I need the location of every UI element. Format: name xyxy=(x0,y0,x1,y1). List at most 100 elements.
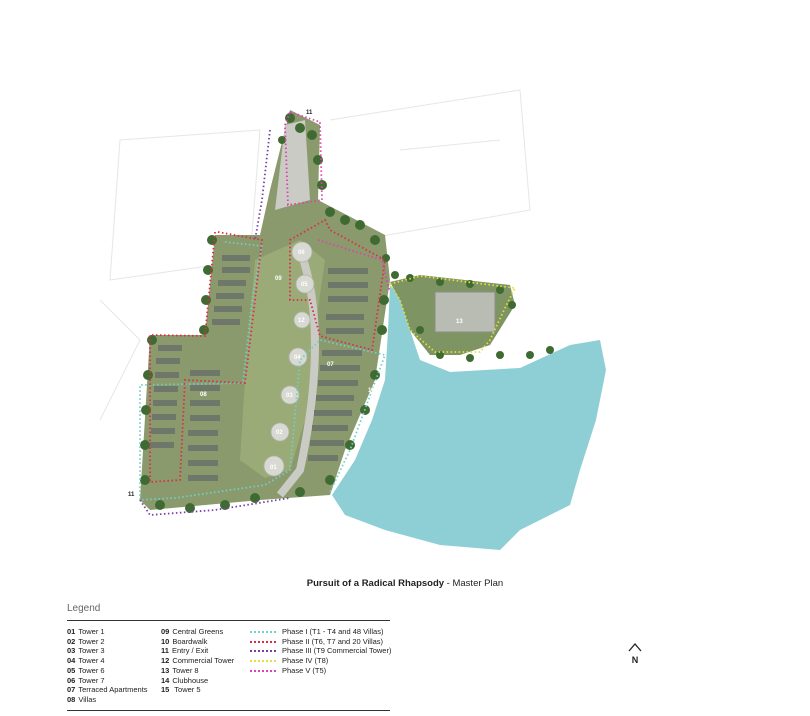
legend-item-label: Tower 8 xyxy=(172,665,199,675)
legend-item-number: 12 xyxy=(161,656,170,666)
legend-item-label: Tower 3 xyxy=(78,646,105,656)
phase-2-boundary xyxy=(149,218,386,483)
legend-rule-top xyxy=(67,620,390,621)
legend-item-number: 08 xyxy=(67,694,76,704)
label-12: 12 xyxy=(298,318,305,324)
map-caption: Pursuit of a Radical Rhapsody - Master P… xyxy=(0,578,810,589)
legend-item-number: 03 xyxy=(67,646,76,656)
legend-item-number: 09 xyxy=(161,627,170,636)
legend-item-number: 13 xyxy=(161,665,170,675)
legend-item-label: Tower 4 xyxy=(78,656,105,666)
internal-road xyxy=(276,248,319,498)
legend-item: 15 Tower 5 xyxy=(161,685,234,695)
clubhouse-roof xyxy=(434,291,496,333)
legend-item-label: Tower 7 xyxy=(78,675,105,685)
label-04: 04 xyxy=(294,355,301,361)
legend-phase-item: Phase III (T9 Commercial Tower) xyxy=(250,646,391,656)
label-11-west: 11 xyxy=(128,492,135,498)
legend-item-number: 07 xyxy=(67,685,76,695)
label-10: 10 xyxy=(368,388,375,394)
label-13: 13 xyxy=(456,319,463,325)
legend-item-label: Terraced Apartments xyxy=(78,685,148,695)
legend-phase-item: Phase II (T6, T7 and 20 Villas) xyxy=(250,637,391,647)
legend-item-number: 01 xyxy=(67,627,76,636)
label-03: 03 xyxy=(286,393,293,399)
label-01: 01 xyxy=(270,465,277,471)
central-greens xyxy=(240,240,325,478)
phase-3-boundary xyxy=(139,129,291,516)
legend-item-label: Boardwalk xyxy=(172,636,208,646)
label-11-north: 11 xyxy=(306,110,313,116)
legend-item-number: 05 xyxy=(67,665,76,675)
legend-phase-item: Phase IV (T8) xyxy=(250,656,391,666)
phase-boundaries xyxy=(139,110,517,516)
legend-item-label: Tower 5 xyxy=(172,685,201,695)
legend-phase-label: Phase IV (T8) xyxy=(282,656,329,666)
villa-rows xyxy=(150,255,250,481)
legend-item-number: 10 xyxy=(161,636,170,646)
legend-item-label: Tower 2 xyxy=(78,636,105,646)
legend-phase-label: Phase I (T1 - T4 and 48 Villas) xyxy=(282,627,384,636)
caption-title: Pursuit of a Radical Rhapsody xyxy=(306,578,445,589)
caption-subtitle: - Master Plan xyxy=(444,578,504,589)
north-arrow-icon xyxy=(628,643,642,652)
label-09: 09 xyxy=(275,276,282,282)
label-02: 02 xyxy=(276,430,283,436)
legend-title: Legend xyxy=(67,603,101,614)
legend-item-label: Entry / Exit xyxy=(171,646,209,656)
map-labels: 01 02 03 04 05 06 07 08 09 10 11 11 12 1… xyxy=(128,110,463,498)
lake xyxy=(332,285,606,550)
phase-line-swatch xyxy=(250,669,276,672)
legend-phase-label: Phase II (T6, T7 and 20 Villas) xyxy=(282,636,384,646)
legend-item-label: Commercial Tower xyxy=(172,656,235,666)
legend-item-number: 04 xyxy=(67,656,76,666)
legend-item-label: Tower 6 xyxy=(78,665,105,675)
legend-item-number: 11 xyxy=(161,646,169,656)
legend-item-label: Clubhouse xyxy=(172,675,209,685)
north-arrow: N xyxy=(626,639,644,665)
legend-rule-bottom xyxy=(67,710,390,711)
legend-phase-item: Phase V (T5) xyxy=(250,666,391,676)
legend-item-label: Villas xyxy=(78,694,97,704)
label-07: 07 xyxy=(327,362,334,368)
label-05: 05 xyxy=(301,282,308,288)
legend-item-label: Central Greens xyxy=(172,627,224,636)
legend-phases: Phase I (T1 - T4 and 48 Villas)Phase II … xyxy=(250,627,391,676)
label-08: 08 xyxy=(200,392,207,398)
legend-item-number: 15 xyxy=(161,685,170,695)
legend-phase-label: Phase III (T9 Commercial Tower) xyxy=(282,646,392,656)
phase-line-swatch xyxy=(250,659,276,662)
tower-pads xyxy=(263,241,315,477)
legend-phase-label: Phase V (T5) xyxy=(282,665,327,675)
terraced-rows xyxy=(308,268,368,461)
label-06: 06 xyxy=(298,250,305,256)
phase-4-boundary xyxy=(388,275,517,353)
phase-line-swatch xyxy=(250,650,276,653)
phase-5-boundary xyxy=(284,110,391,293)
phase-line-swatch xyxy=(250,640,276,643)
legend-item-label: Tower 1 xyxy=(78,627,105,636)
north-label: N xyxy=(631,655,639,665)
legend-item-number: 02 xyxy=(67,636,76,646)
legend-phase-item: Phase I (T1 - T4 and 48 Villas) xyxy=(250,627,391,637)
legend-item-number: 14 xyxy=(161,675,170,685)
legend-item-number: 06 xyxy=(67,675,76,685)
phase-line-swatch xyxy=(250,630,276,633)
